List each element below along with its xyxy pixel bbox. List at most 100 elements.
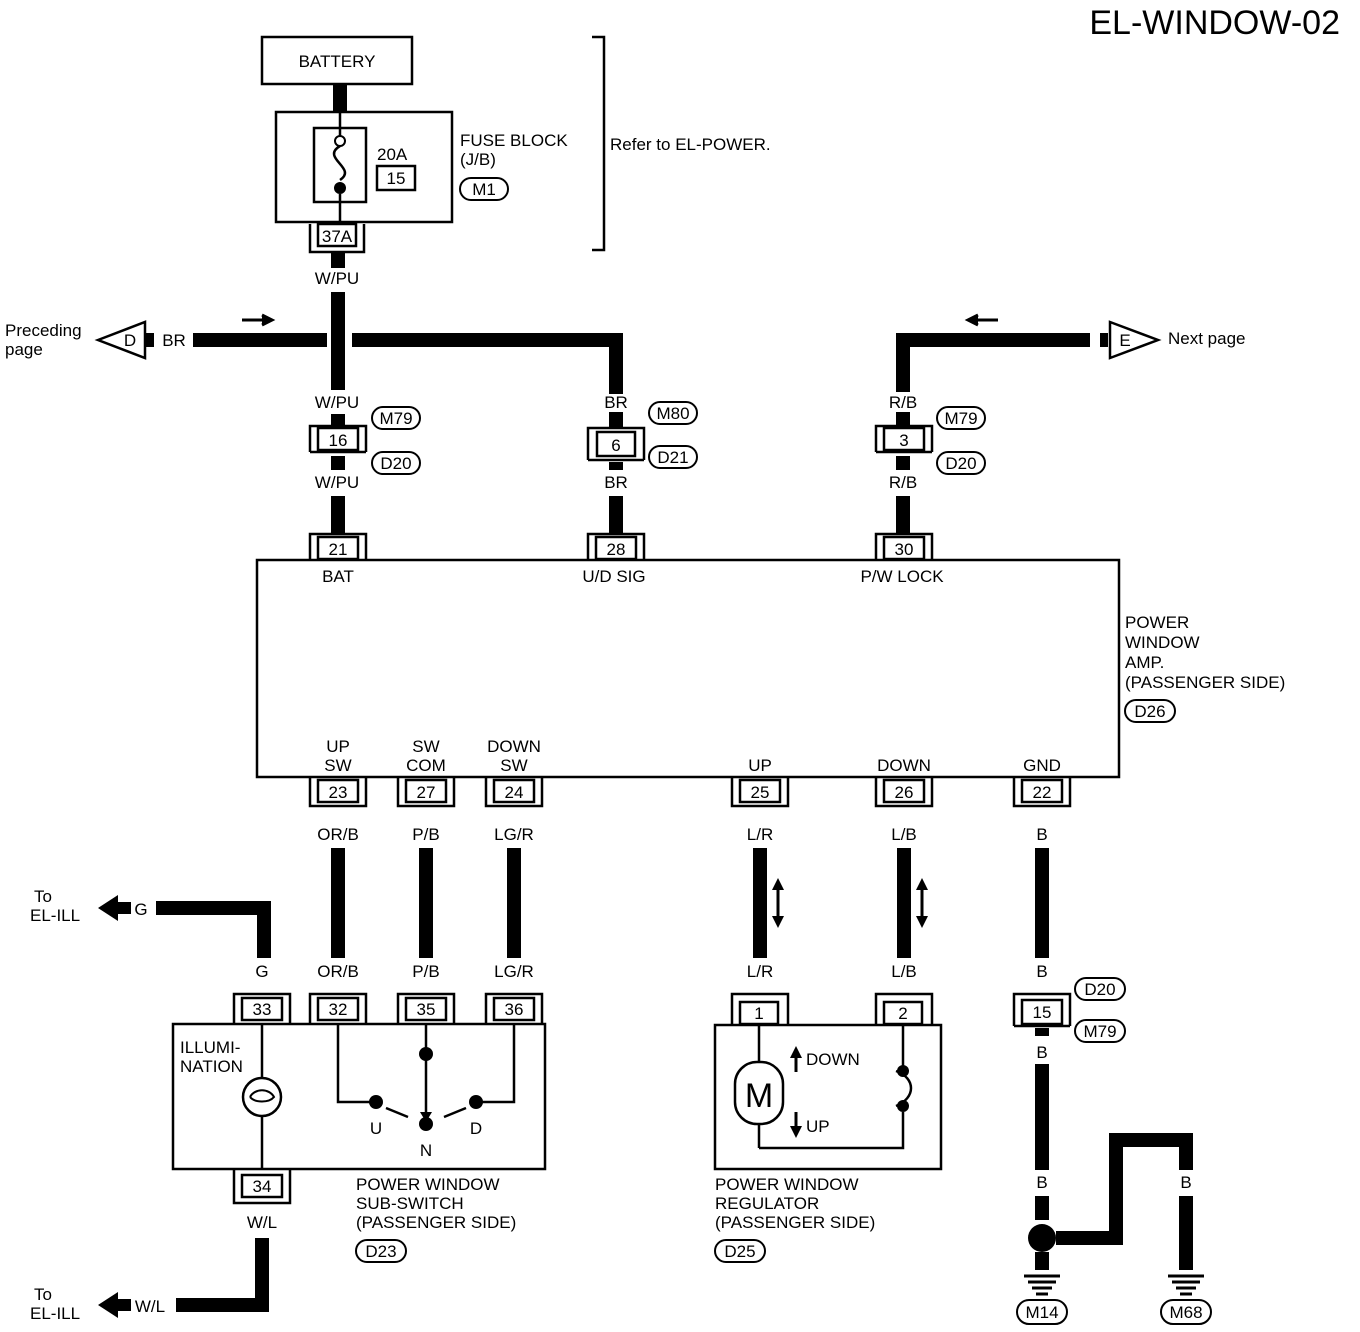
wire-label-b-2: B	[1036, 962, 1047, 981]
junction-16-top: M79	[379, 409, 412, 428]
fuse-number-box	[375, 164, 417, 192]
wire-label-lb-1: L/B	[891, 825, 917, 844]
regulator-circuit	[757, 1025, 913, 1150]
bidirectional-arrow-lr	[772, 878, 784, 928]
subswitch-name-3: (PASSENGER SIDE)	[356, 1213, 516, 1232]
junction-16-top-pill	[371, 406, 421, 430]
bidirectional-arrow-lb	[916, 878, 928, 928]
subswitch-terminal-32	[308, 992, 368, 1024]
ground-icon-m14	[1024, 1274, 1060, 1296]
illumination-label-1: ILLUMI-	[180, 1038, 240, 1057]
wire-br-right	[352, 333, 623, 392]
switch-position-d: D	[470, 1119, 482, 1138]
ground-m68-pill	[1160, 1299, 1212, 1325]
wire-label-wl-2: W/L	[135, 1297, 165, 1316]
subswitch-pin-33: 33	[253, 1000, 272, 1019]
preceding-page-marker	[94, 320, 154, 360]
subswitch-pin-34: 34	[253, 1177, 272, 1196]
junction-16-bottom: D20	[380, 454, 411, 473]
amp-terminal-22	[1012, 778, 1072, 808]
wire-b-branch	[1056, 1133, 1193, 1245]
amp-pin-27: 27	[417, 783, 436, 802]
page-title: EL-WINDOW-02	[1089, 4, 1340, 42]
regulator-terminal-1	[730, 992, 790, 1026]
wire-label-lgr-2: LG/R	[494, 962, 534, 981]
wire-label-rb-3: R/B	[889, 473, 917, 492]
junction-15-bottom-pill	[1074, 1019, 1126, 1043]
marker-d: D	[124, 331, 136, 350]
battery-label: BATTERY	[299, 52, 376, 71]
to-el-ill-arrow-top-tail	[117, 902, 131, 914]
wire-label-br-2: BR	[604, 393, 628, 412]
wire-label-pb-1: P/B	[412, 825, 439, 844]
amp-label-up: UP	[748, 756, 772, 775]
amp-terminal-24	[484, 778, 544, 808]
junction-3	[874, 424, 934, 454]
amp-label-down-sw-2: SW	[500, 756, 527, 775]
fuse-symbol	[332, 112, 347, 222]
to-el-ill-arrow-bottom	[98, 1292, 118, 1318]
junction-3-bottom: D20	[945, 454, 976, 473]
wire-label-b-6: B	[1180, 1173, 1191, 1192]
amp-name-2: WINDOW	[1125, 633, 1200, 652]
subswitch-terminal-36	[484, 992, 544, 1024]
ground-splice	[1028, 1224, 1056, 1252]
amp-pin-28: 28	[607, 540, 626, 559]
amp-pin-25: 25	[751, 783, 770, 802]
bracket	[592, 35, 606, 252]
wire-label-b-1: B	[1036, 825, 1047, 844]
regulator-down-label: DOWN	[806, 1050, 860, 1069]
junction-3-top: M79	[944, 409, 977, 428]
junction-16-bottom-pill	[371, 451, 421, 475]
to-label-bottom: To	[34, 1285, 52, 1304]
wire-label-b-4: B	[1036, 1173, 1047, 1192]
motor-icon	[733, 1060, 785, 1126]
junction-16-pin: 16	[329, 431, 348, 450]
fuse-number: 15	[387, 169, 406, 188]
regulator-pin-1: 1	[754, 1004, 763, 1023]
preceding-label-2: page	[5, 340, 43, 359]
amp-pin-21: 21	[329, 540, 348, 559]
up-arrow-down-icon	[790, 1112, 802, 1138]
wire-label-lgr-1: LG/R	[494, 825, 534, 844]
amp-terminal-25	[730, 778, 790, 808]
amp-label-up-sw-1: UP	[326, 737, 350, 756]
ground-m68: M68	[1169, 1303, 1202, 1322]
junction-3-bottom-pill	[936, 451, 986, 475]
amp-terminal-26	[874, 778, 934, 808]
amp-terminal-21	[308, 532, 368, 561]
amp-label-sw-com-1: SW	[412, 737, 439, 756]
wire-label-br-left: BR	[162, 331, 186, 350]
junction-3-top-pill	[936, 406, 986, 430]
connector-m1: M1	[472, 180, 496, 199]
subswitch-name-1: POWER WINDOW	[356, 1175, 500, 1194]
junction-15-top: D20	[1084, 980, 1115, 999]
wire-label-rb-top: R/B	[1062, 331, 1090, 350]
junction-6-pin: 6	[611, 436, 620, 455]
subswitch-terminal-33	[232, 992, 292, 1024]
amp-label-down-sw-1: DOWN	[487, 737, 541, 756]
battery-box	[260, 35, 414, 86]
next-page-label: Next page	[1168, 329, 1246, 348]
wire-label-rb-2: R/B	[889, 393, 917, 412]
junction-3-pin: 3	[899, 431, 908, 450]
junction-16	[308, 424, 368, 454]
connector-d25: D25	[724, 1242, 755, 1261]
motor-label: M	[745, 1077, 773, 1115]
wire-label-b-3: B	[1036, 1043, 1047, 1062]
junction-15-bottom: M79	[1083, 1022, 1116, 1041]
amp-terminal-23	[308, 778, 368, 808]
flow-arrow-right	[242, 313, 276, 327]
refer-note: Refer to EL-POWER.	[610, 135, 771, 154]
ground-m14-pill	[1016, 1299, 1068, 1325]
wire-label-wpu-3: W/PU	[315, 473, 359, 492]
el-ill-label-bottom: EL-ILL	[30, 1304, 80, 1323]
subswitch-contacts	[336, 1024, 516, 1131]
preceding-label: Preceding	[5, 321, 82, 340]
fuse-block-label: FUSE BLOCK	[460, 131, 568, 150]
connector-d26: D26	[1134, 702, 1165, 721]
subswitch-pin-36: 36	[505, 1000, 524, 1019]
down-arrow-up-icon	[790, 1046, 802, 1072]
wire-label-pb-2: P/B	[412, 962, 439, 981]
amp-label-gnd: GND	[1023, 756, 1061, 775]
